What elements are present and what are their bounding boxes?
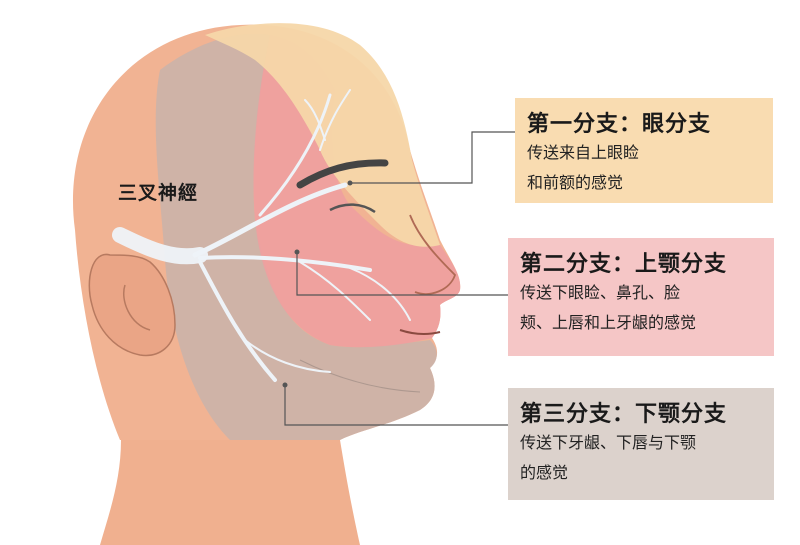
branch-desc-line: 和前额的感觉 — [527, 173, 624, 192]
branch-desc-line: 的感觉 — [520, 463, 569, 482]
branch-desc-line: 传送来自上眼睑 — [527, 143, 640, 162]
trigeminal-nerve-label: 三叉神經 — [118, 182, 199, 204]
branch-title: 第三分支：下颚分支 — [520, 401, 728, 427]
trigeminal-nerve — [112, 89, 411, 382]
ear — [88, 253, 176, 357]
mouth — [399, 329, 441, 336]
nose — [409, 214, 457, 295]
branch-box-ophthalmic: 第一分支：眼分支 传送来自上眼睑 和前额的感觉 — [515, 98, 773, 203]
eyebrow — [296, 159, 389, 189]
branch-box-mandibular: 第三分支：下颚分支 传送下牙龈、下唇与下颚 的感觉 — [508, 388, 774, 500]
branch-desc-line: 传送下眼睑、鼻孔、脸 — [520, 283, 681, 302]
neck — [100, 420, 360, 545]
branch-desc-line: 传送下牙龈、下唇与下颚 — [520, 433, 697, 452]
branch-desc-line: 颊、上唇和上牙龈的感觉 — [520, 313, 697, 332]
eye — [329, 203, 376, 214]
branch-box-maxillary: 第二分支：上颚分支 传送下眼睑、鼻孔、脸 颊、上唇和上牙龈的感觉 — [508, 238, 774, 356]
leader-lines — [284, 131, 515, 426]
branch-title: 第二分支：上颚分支 — [520, 251, 728, 277]
branch-title: 第一分支：眼分支 — [527, 111, 712, 137]
mandibular-zone — [155, 33, 437, 441]
